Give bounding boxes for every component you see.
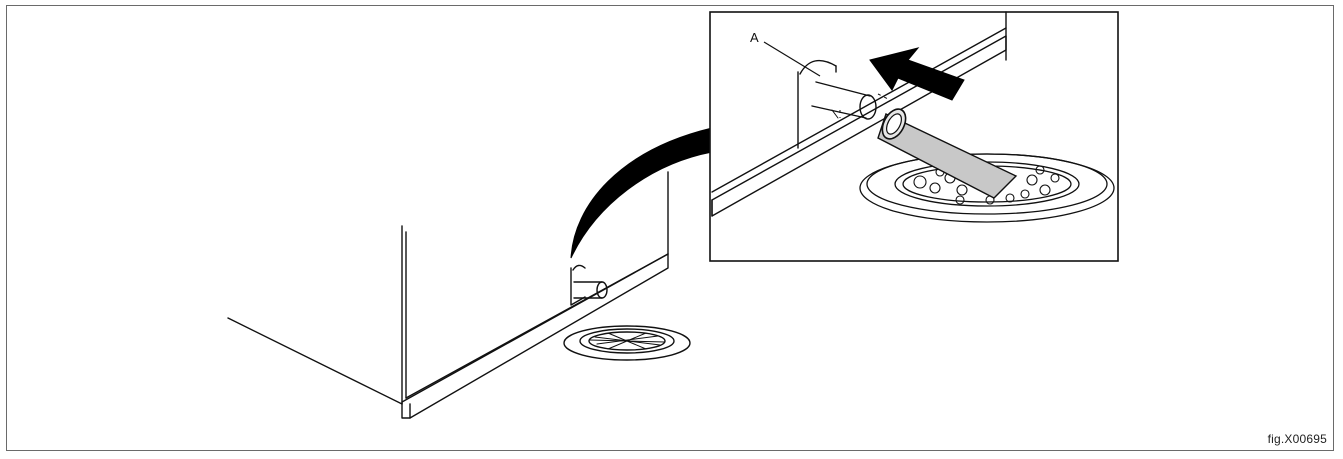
drain-hose xyxy=(877,108,1018,199)
push-arrow xyxy=(869,47,965,101)
drain-outlet-small xyxy=(570,264,608,306)
floor-drain-large xyxy=(859,153,1115,223)
figure-frame xyxy=(6,5,1334,451)
alignment-dashes xyxy=(839,93,891,118)
machine-body xyxy=(227,171,669,419)
floor-drain-small xyxy=(563,325,691,361)
callout-a-leader xyxy=(763,41,821,77)
figure-id-label: fig.X00695 xyxy=(1267,432,1327,446)
callout-a-label: A xyxy=(750,30,759,45)
zoom-pointer xyxy=(570,127,713,259)
detail-content xyxy=(711,11,1007,217)
